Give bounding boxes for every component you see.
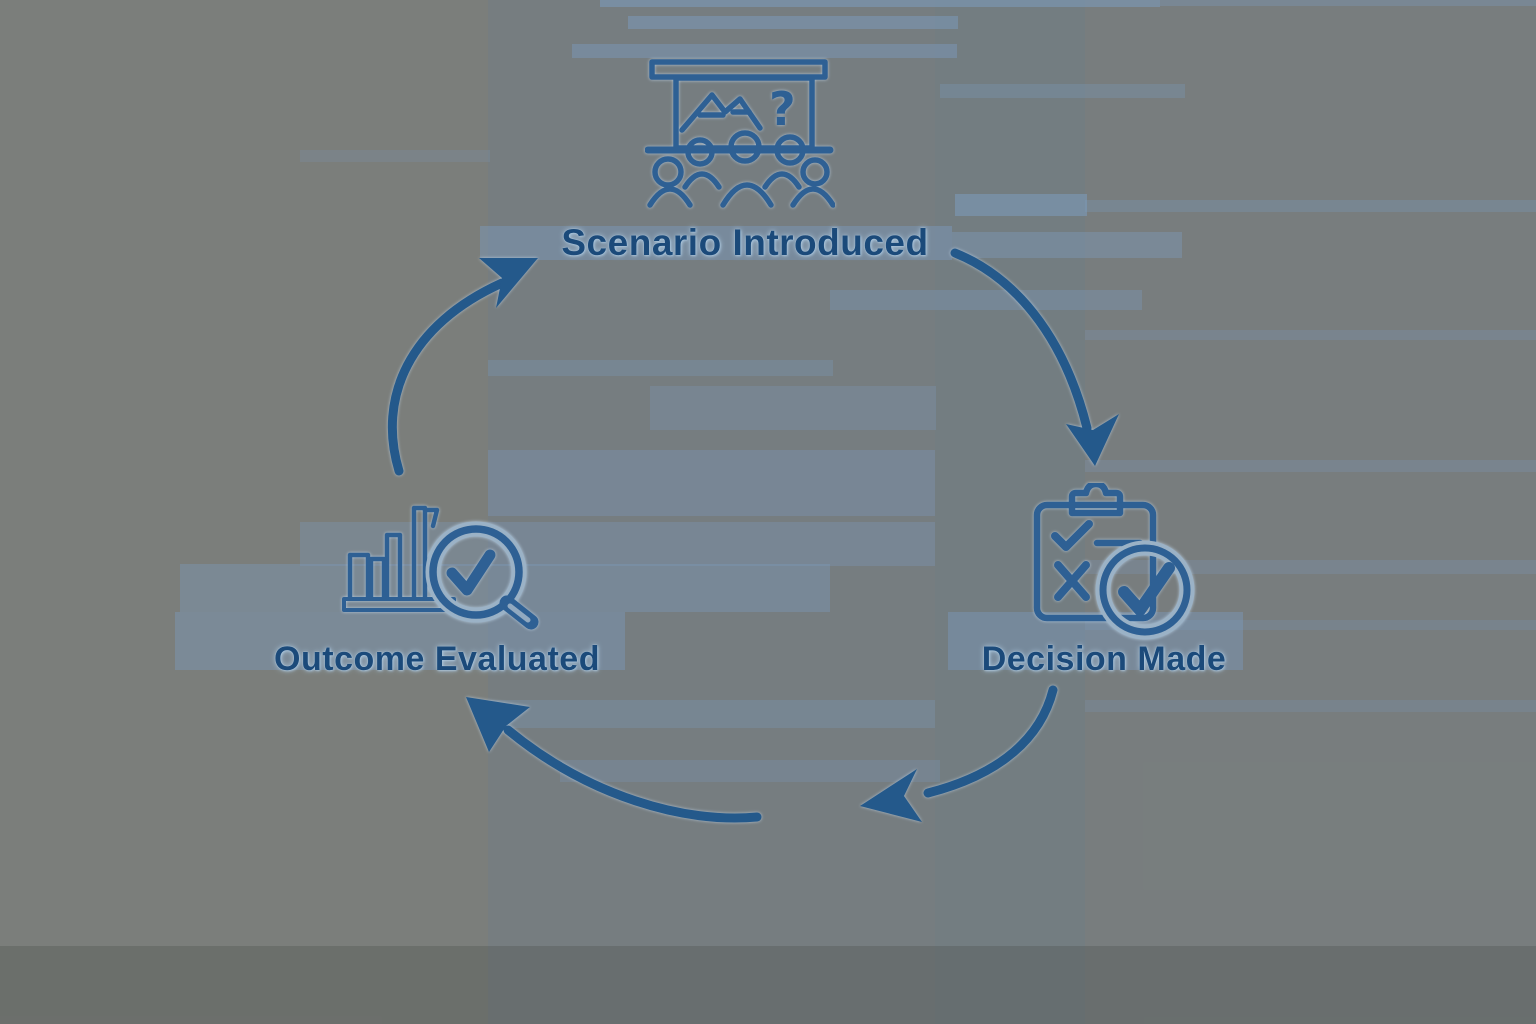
background-streak <box>1085 200 1536 212</box>
background-band <box>488 0 935 1024</box>
clipboard-checklist-icon <box>1033 483 1195 640</box>
background-streak <box>1085 620 1536 630</box>
background-streak <box>830 290 1142 310</box>
svg-text:?: ? <box>769 82 796 136</box>
arrow-decision-to-outcome-bottom-left <box>466 697 762 823</box>
bar-chart-magnifier-icon <box>342 505 539 630</box>
background-streak <box>948 612 1243 670</box>
background-streak <box>650 386 936 430</box>
background-band <box>935 0 1085 1024</box>
background-streak <box>300 150 490 162</box>
background-streak <box>488 360 833 376</box>
background-streak <box>175 612 625 670</box>
background-streak <box>0 946 1536 1024</box>
background-streak <box>955 194 1087 216</box>
background-streak <box>1085 330 1536 340</box>
node-label-scenario-introduced: Scenario Introduced <box>561 222 929 263</box>
background-streak <box>628 16 958 29</box>
presentation-audience-icon: ? <box>645 59 835 208</box>
arrow-outcome-to-scenario <box>387 258 538 476</box>
background-streak <box>952 232 1182 258</box>
node-label-decision-made: Decision Made <box>981 640 1227 678</box>
arrow-decision-to-outcome-bottom-right <box>860 685 1058 822</box>
background-streak <box>1160 0 1536 6</box>
node-label-outcome-evaluated: Outcome Evaluated <box>274 640 600 678</box>
background-streak <box>488 450 935 516</box>
background-streak <box>600 0 1160 7</box>
background-streak <box>1085 460 1536 472</box>
arrow-scenario-to-decision <box>950 248 1119 466</box>
background-streak <box>488 700 935 728</box>
background-streak <box>480 226 952 260</box>
background-band <box>1085 0 1536 1024</box>
background-streak <box>560 760 940 782</box>
background-streak <box>1085 700 1536 712</box>
background-streak <box>300 522 935 566</box>
background-streak <box>940 84 1185 98</box>
background-streak <box>1085 560 1536 574</box>
background-streak <box>572 44 957 58</box>
